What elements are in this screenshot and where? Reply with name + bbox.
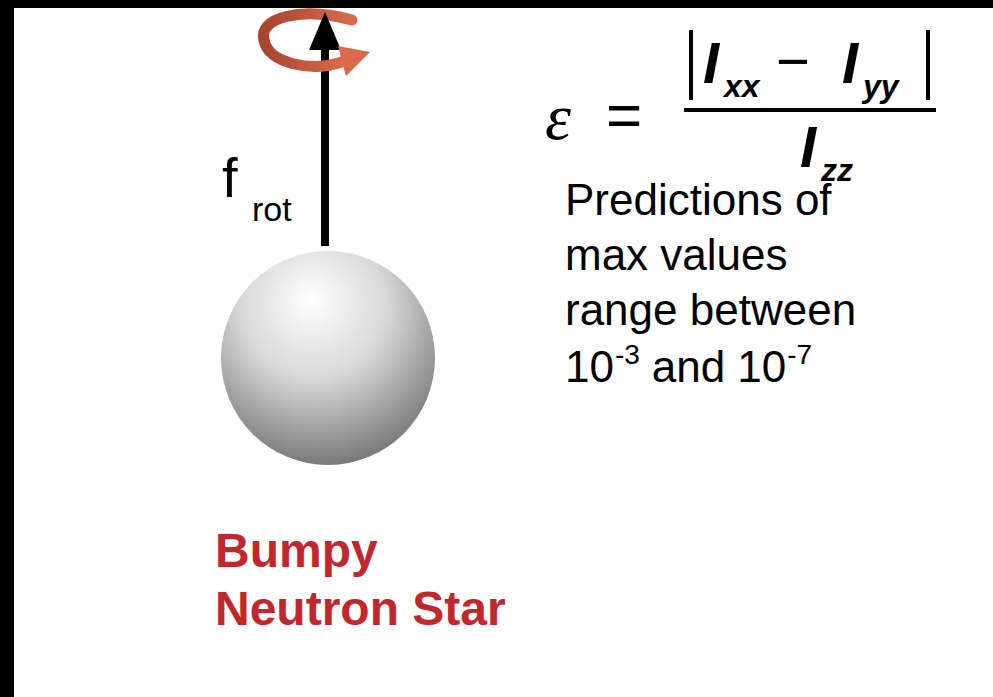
abs-bar bbox=[926, 30, 930, 100]
inertia-subscript: yy bbox=[863, 70, 899, 102]
minus-sign: − bbox=[776, 32, 810, 90]
equals-sign: = bbox=[606, 84, 642, 146]
fraction-bar bbox=[684, 108, 936, 112]
edge-band bbox=[0, 0, 14, 697]
abs-bar bbox=[689, 30, 693, 100]
star-label: Bumpy Neutron Star bbox=[215, 522, 515, 637]
power-exponent: -7 bbox=[787, 337, 812, 372]
prediction-note: Predictions of max values range between bbox=[565, 172, 885, 337]
rotation-arrow-head bbox=[338, 46, 370, 76]
inertia-symbol: I bbox=[703, 34, 719, 92]
prediction-range: 10-3and10-7 bbox=[565, 337, 812, 394]
frequency-subscript: rot bbox=[252, 192, 292, 226]
rotation-arrow bbox=[264, 40, 342, 66]
neutron-star bbox=[221, 251, 435, 465]
arrow-head bbox=[309, 12, 341, 50]
power-exponent: -3 bbox=[615, 337, 640, 372]
rotation-arrow bbox=[263, 14, 352, 40]
inertia-symbol: I bbox=[842, 34, 858, 92]
edge-band bbox=[0, 0, 993, 8]
conjunction: and bbox=[652, 339, 725, 394]
frequency-symbol: f bbox=[222, 150, 238, 206]
spin-axis bbox=[321, 44, 329, 246]
inertia-subscript: xx bbox=[724, 70, 760, 102]
power-base: 10 bbox=[565, 339, 614, 394]
epsilon-symbol: ε bbox=[545, 84, 571, 150]
inertia-symbol: I bbox=[800, 118, 816, 176]
power-base: 10 bbox=[737, 339, 786, 394]
